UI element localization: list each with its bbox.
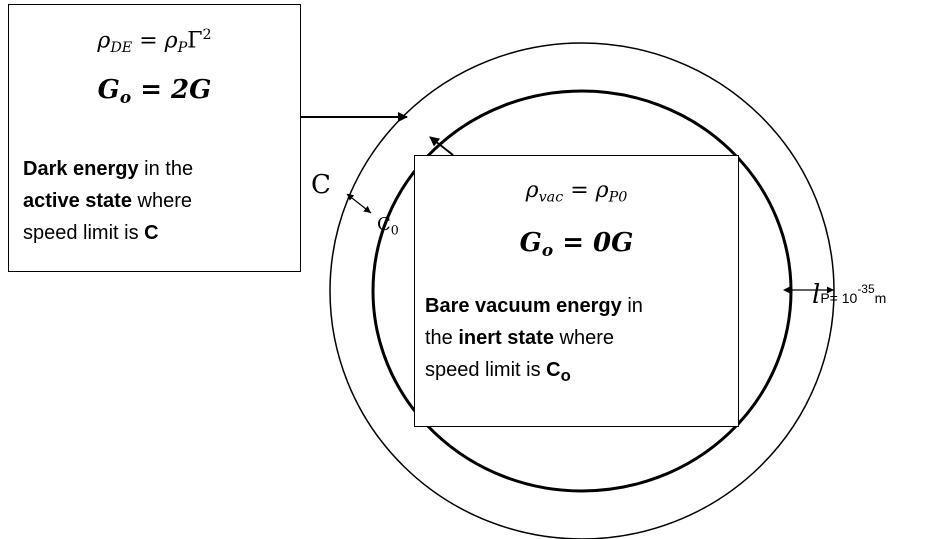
double-arrow-c-c0 <box>346 193 372 214</box>
label-speed-c0: C0 <box>377 214 399 238</box>
bare-vacuum-description: Bare vacuum energy in the inert state wh… <box>425 295 643 385</box>
label-speed-c: C <box>311 170 331 200</box>
vacuum-gravity-equation: Go = 0G <box>519 228 634 261</box>
outer-circle <box>329 42 835 539</box>
dark-energy-density-equation: ρDE = ρPΓ2 <box>97 27 212 56</box>
dark-energy-box: ρDE = ρPΓ2 Go = 2G Dark energy in the ac… <box>8 4 301 272</box>
arrow-center-box-to-inner-ring <box>429 136 454 156</box>
bare-vacuum-box: ρvac = ρP0 Go = 0G Bare vacuum energy in… <box>414 155 739 427</box>
vacuum-density-equation: ρvac = ρP0 <box>525 178 628 206</box>
dark-energy-description: Dark energy in the active state where sp… <box>23 158 194 244</box>
dark-energy-gravity-equation: Go = 2G <box>97 75 212 108</box>
label-planck-length: lP= 10-35m <box>812 280 887 310</box>
